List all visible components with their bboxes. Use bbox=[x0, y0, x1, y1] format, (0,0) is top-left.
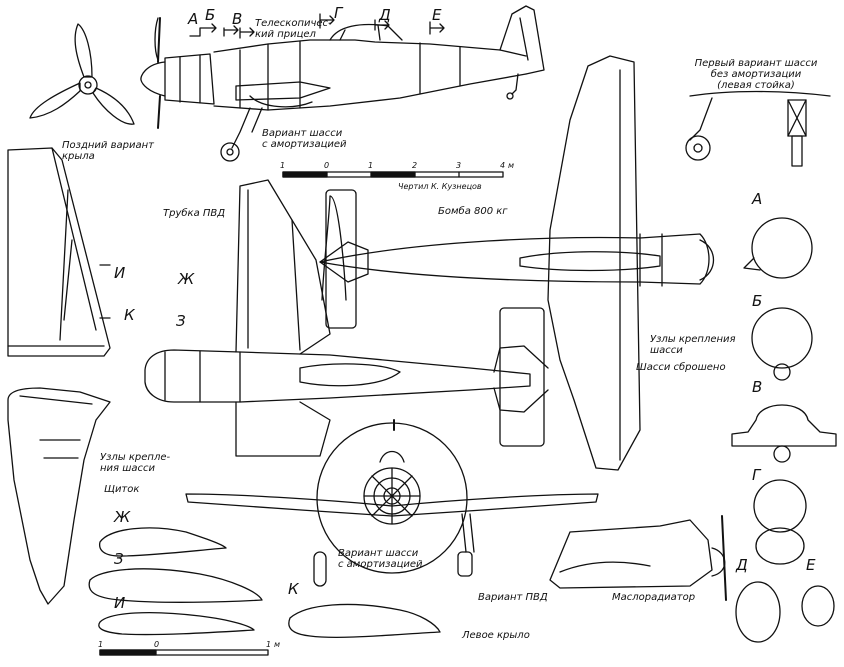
airfoil-label-k: К bbox=[288, 580, 299, 598]
late-wing-variant-drawing bbox=[7, 147, 111, 357]
label-pvd-variant: Вариант ПВД bbox=[478, 592, 548, 603]
airfoil-label-z: З bbox=[114, 550, 124, 568]
airfoil-sections bbox=[88, 527, 441, 638]
label-left-wing: Левое крыло bbox=[462, 630, 530, 641]
label-gear-variant-shock-top: Вариант шасси с амортизацией bbox=[262, 128, 347, 150]
oil-radiator-detail bbox=[549, 515, 727, 601]
scale-top-tick-4: 3 bbox=[456, 161, 462, 170]
airfoil-label-i: И bbox=[114, 594, 126, 612]
label-flap: Щиток bbox=[104, 484, 140, 495]
section-letter-e-side: Е bbox=[432, 6, 442, 24]
section-mark-zh: Ж bbox=[178, 270, 195, 288]
section-title-v: В bbox=[752, 378, 763, 396]
section-letter-v-side: В bbox=[232, 10, 243, 28]
label-pitot-tube: Трубка ПВД bbox=[163, 208, 226, 219]
front-view bbox=[185, 419, 599, 587]
label-first-gear-variant: Первый вариант шасси без амортизации (ле… bbox=[694, 58, 818, 91]
section-title-b: Б bbox=[752, 292, 763, 310]
scale-top-tick-0: 1 bbox=[280, 161, 286, 170]
label-gear-variant-shock-front: Вариант шасси с амортизацией bbox=[338, 548, 423, 570]
underside-view bbox=[319, 55, 715, 471]
plan-view bbox=[144, 179, 549, 457]
section-title-a: А bbox=[752, 190, 763, 208]
section-mark-z: З bbox=[176, 312, 186, 330]
label-late-wing-variant: Поздний вариант крыла bbox=[62, 140, 154, 162]
side-view bbox=[140, 5, 545, 162]
section-mark-i: И bbox=[114, 264, 126, 282]
scale-top-tick-2: 1 bbox=[368, 161, 374, 170]
scale-bottom-unit: м bbox=[274, 640, 281, 649]
scale-bottom-tick-1: 0 bbox=[154, 640, 160, 649]
label-gear-mounts-left: Узлы крепле- ния шасси bbox=[100, 452, 171, 474]
cross-sections bbox=[731, 217, 837, 643]
scale-bar-top bbox=[282, 171, 504, 178]
propeller-front-view bbox=[29, 23, 135, 125]
section-mark-k: К bbox=[124, 306, 135, 324]
label-gear-mounts-right: Узлы крепления шасси bbox=[650, 334, 736, 356]
first-gear-variant-drawing bbox=[685, 90, 831, 167]
scale-top-unit: м bbox=[508, 161, 515, 170]
label-gear-dropped: Шасси сброшено bbox=[636, 362, 726, 373]
section-letter-a-side: А bbox=[188, 10, 199, 28]
section-letter-d-side: Д bbox=[379, 6, 391, 24]
section-title-e: Е bbox=[806, 556, 816, 574]
scale-top-tick-5: 4 bbox=[500, 161, 506, 170]
scale-bottom-tick-0: 1 bbox=[98, 640, 104, 649]
airfoil-label-zh: Ж bbox=[114, 508, 131, 526]
section-title-g: Г bbox=[752, 466, 761, 484]
section-letter-b-side: Б bbox=[205, 6, 216, 24]
scale-top-tick-3: 2 bbox=[412, 161, 418, 170]
section-letter-g-side: Г bbox=[334, 4, 343, 22]
scale-top-tick-1: 0 bbox=[324, 161, 330, 170]
scale-bar-bottom bbox=[99, 649, 269, 656]
section-title-d: Д bbox=[736, 556, 748, 574]
left-wing-drawing bbox=[7, 387, 111, 605]
label-oil-radiator: Маслорадиатор bbox=[612, 592, 696, 603]
label-telescopic-sight: Телескопичес- кий прицел bbox=[255, 18, 332, 40]
label-bomb: Бомба 800 кг bbox=[438, 206, 508, 217]
scale-bottom-tick-2: 1 bbox=[266, 640, 272, 649]
label-drawing-author: Чертил К. Кузнецов bbox=[398, 182, 482, 191]
